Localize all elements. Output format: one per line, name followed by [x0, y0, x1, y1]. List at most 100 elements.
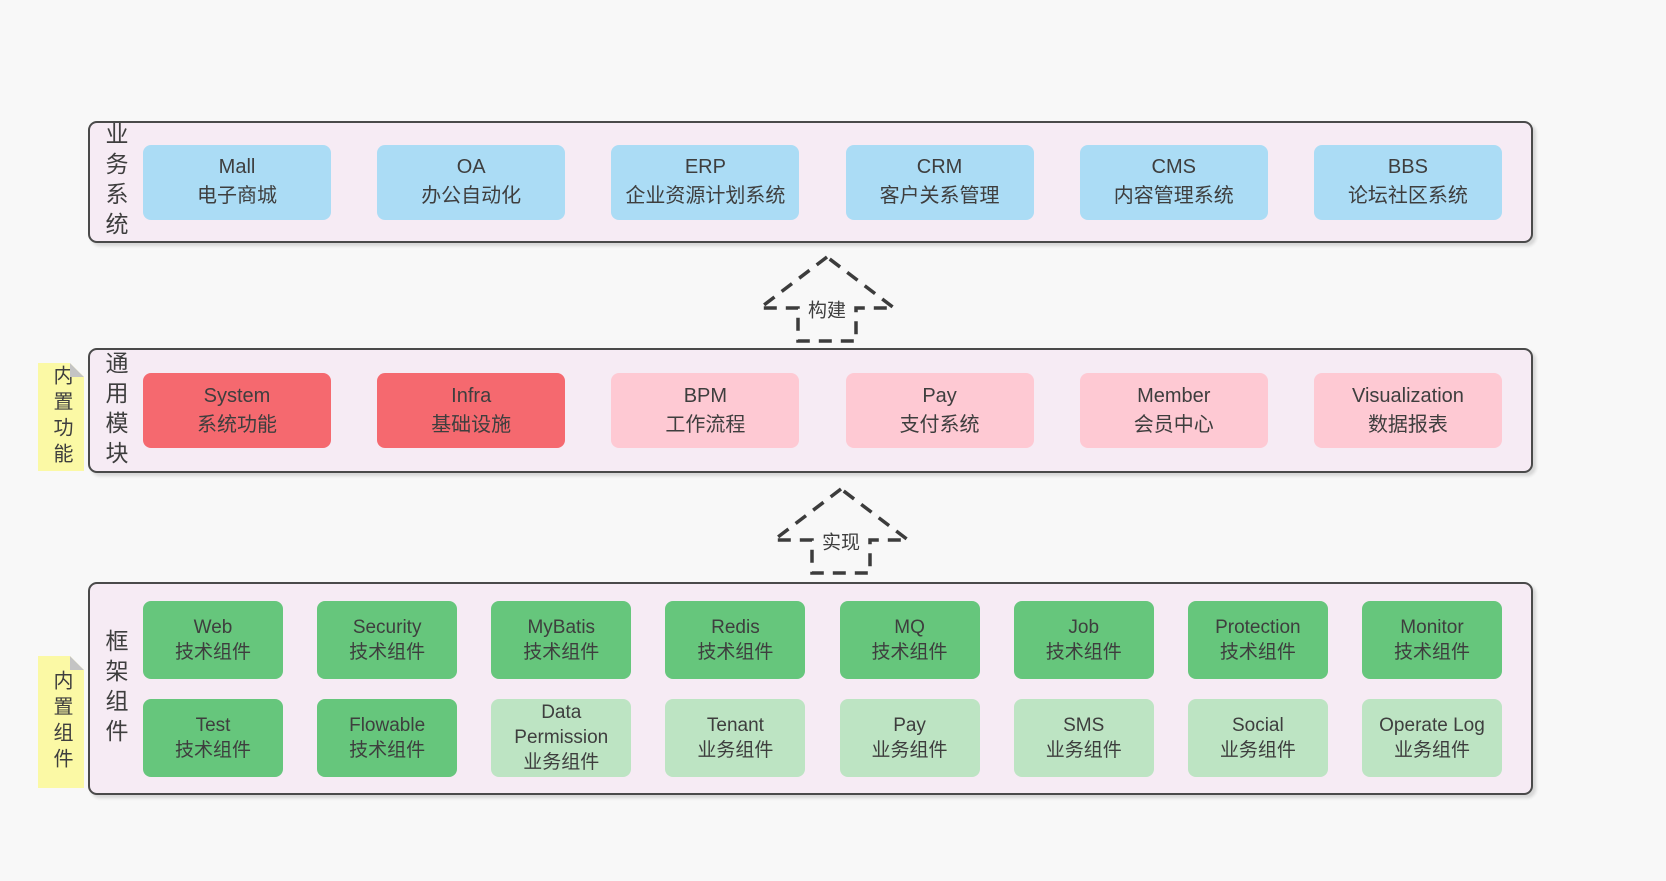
- box-web: Web 技术组件: [143, 600, 283, 679]
- box-title: OA: [456, 156, 486, 178]
- box-title: Tenant: [706, 714, 764, 736]
- band-label-common-modules: 通用模块: [102, 350, 128, 471]
- box-social: Social 业务组件: [1187, 698, 1328, 777]
- box-desc: 业务组件: [1045, 739, 1122, 761]
- box-cms: CMS 内容管理系统: [1079, 144, 1268, 220]
- dashed-up-arrow-icon: [754, 254, 900, 343]
- box-data-permission: Data Permission 业务组件: [491, 698, 632, 777]
- box-desc: 系统功能: [197, 413, 277, 436]
- box-title: Pay: [893, 714, 926, 736]
- box-desc: 技术组件: [523, 641, 600, 663]
- arrow-build-label: 构建: [804, 294, 850, 324]
- box-desc: 基础设施: [431, 413, 512, 436]
- box-title: Web: [193, 616, 233, 638]
- box-desc: 技术组件: [349, 641, 426, 663]
- box-desc: 业务组件: [1219, 739, 1296, 761]
- box-desc: 技术组件: [349, 739, 426, 761]
- dashed-up-arrow-icon: [768, 486, 914, 575]
- box-erp: ERP 企业资源计划系统: [611, 144, 800, 220]
- box-job: Job 技术组件: [1013, 600, 1154, 679]
- box-title: Job: [1068, 616, 1100, 638]
- box-title: Pay: [922, 384, 957, 407]
- box-title: BBS: [1387, 156, 1428, 178]
- box-title: CMS: [1151, 156, 1196, 178]
- box-title: SMS: [1063, 714, 1105, 736]
- box-monitor: Monitor 技术组件: [1361, 600, 1502, 679]
- band-label-business-systems: 业务系统: [102, 122, 128, 242]
- box-title: Monitor: [1400, 616, 1464, 638]
- sticky-note-text: 内置功能: [50, 365, 72, 469]
- box-title: ERP: [684, 156, 726, 178]
- box-desc: 技术组件: [1219, 641, 1296, 663]
- box-desc: 客户关系管理: [879, 185, 1000, 207]
- box-desc: 业务组件: [523, 752, 600, 773]
- box-redis: Redis 技术组件: [665, 600, 806, 679]
- box-test: Test 技术组件: [143, 698, 283, 777]
- sticky-note-built-in-components: 内置组件: [38, 656, 84, 788]
- box-title: Member: [1137, 384, 1211, 407]
- arrow-build: 构建: [752, 254, 902, 344]
- box-desc: 技术组件: [697, 641, 774, 663]
- box-pay: Pay 业务组件: [839, 698, 980, 777]
- box-title: Flowable: [349, 714, 426, 736]
- box-member: Member 会员中心: [1079, 373, 1268, 448]
- box-desc: 业务组件: [697, 739, 774, 761]
- box-protection: Protection 技术组件: [1187, 600, 1328, 679]
- box-title: System: [203, 384, 271, 407]
- box-desc: 技术组件: [871, 641, 948, 663]
- box-mybatis: MyBatis 技术组件: [491, 600, 632, 679]
- box-title: Test: [195, 714, 231, 736]
- box-title: MyBatis: [527, 616, 596, 638]
- box-desc: 业务组件: [871, 739, 948, 761]
- box-operate-log: Operate Log 业务组件: [1361, 698, 1502, 777]
- box-desc: 内容管理系统: [1113, 185, 1234, 207]
- box-title: MQ: [894, 616, 925, 638]
- box-title: Mall: [218, 156, 256, 178]
- box-title: Visualization: [1351, 384, 1464, 407]
- sticky-note-text: 内置组件: [50, 670, 72, 774]
- box-title: Redis: [711, 616, 760, 638]
- sticky-note-built-in-features: 内置功能: [38, 363, 84, 471]
- band-label-framework-components: 框架组件: [102, 628, 128, 749]
- box-desc: 论坛社区系统: [1347, 185, 1468, 207]
- box-mq: MQ 技术组件: [839, 600, 980, 679]
- box-title: BPM: [683, 384, 728, 407]
- box-desc: 技术组件: [174, 641, 251, 663]
- box-title: CRM: [916, 156, 963, 178]
- box-desc: 工作流程: [665, 413, 746, 436]
- box-visualization: Visualization 数据报表: [1313, 373, 1502, 448]
- box-bbs: BBS 论坛社区系统: [1313, 144, 1502, 220]
- box-title: Security: [352, 616, 422, 638]
- box-title: Protection: [1215, 616, 1301, 638]
- box-desc: 数据报表: [1367, 413, 1448, 436]
- box-desc: 企业资源计划系统: [625, 185, 786, 207]
- box-title: Operate Log: [1379, 714, 1485, 736]
- box-flowable: Flowable 技术组件: [317, 698, 458, 777]
- box-desc: 技术组件: [174, 739, 251, 761]
- box-desc: 业务组件: [1393, 739, 1470, 761]
- box-system: System 系统功能: [143, 373, 331, 448]
- box-crm: CRM 客户关系管理: [845, 144, 1034, 220]
- box-title: Social: [1231, 714, 1284, 736]
- box-bpm: BPM 工作流程: [611, 373, 800, 448]
- box-sms: SMS 业务组件: [1013, 698, 1154, 777]
- arrow-implement-label: 实现: [818, 526, 864, 556]
- box-title: Infra: [451, 384, 492, 407]
- box-security: Security 技术组件: [317, 600, 458, 679]
- box-title: Data Permission: [514, 702, 609, 748]
- box-desc: 技术组件: [1045, 641, 1122, 663]
- box-infra: Infra 基础设施: [377, 373, 566, 448]
- box-desc: 会员中心: [1133, 413, 1214, 436]
- box-desc: 技术组件: [1393, 641, 1470, 663]
- box-tenant: Tenant 业务组件: [665, 698, 806, 777]
